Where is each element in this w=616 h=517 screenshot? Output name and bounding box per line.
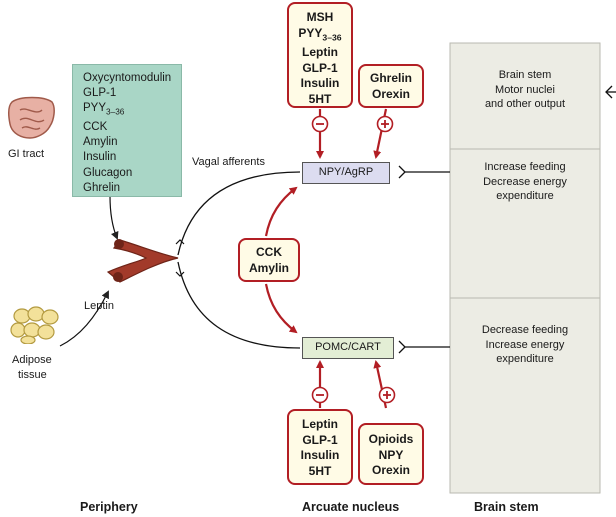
brain-stem-panel-top: Brain stem Motor nuclei and other output	[450, 68, 600, 112]
stimulator-item: Orexin	[371, 86, 410, 101]
stimulator-item: Ghrelin	[369, 71, 412, 85]
footer-arcuate-nucleus: Arcuate nucleus	[302, 500, 400, 514]
inhibitor-item: PYY3–36	[298, 25, 342, 42]
inhibitor-item: 5HT	[308, 91, 332, 106]
minus-sign-icon	[311, 386, 329, 404]
vagal-afferents-label: Vagal afferents	[192, 156, 265, 168]
panel-line: and other output	[484, 98, 566, 110]
gut-hormone-box: Oxycyntomodulin GLP-1 PYY3–36 CCK Amylin…	[72, 64, 182, 197]
plus-sign-icon	[378, 386, 396, 404]
adipose-icon	[10, 306, 59, 344]
panel-line: Increase energy	[485, 338, 565, 351]
stimulator-item: Orexin	[371, 463, 410, 477]
panel-line: expenditure	[496, 353, 554, 365]
adipose-label-2: tissue	[18, 369, 47, 381]
hormone-item: CCK	[83, 120, 108, 133]
stimulators-top-box: Ghrelin Orexin	[358, 64, 424, 108]
hormone-item: Oxycyntomodulin	[83, 72, 172, 84]
leptin-label: Leptin	[84, 300, 114, 312]
inhibitor-item: GLP-1	[302, 60, 338, 75]
stimulator-item: NPY	[378, 447, 404, 462]
gi-tract-icon	[7, 96, 55, 139]
cck-item: CCK	[256, 245, 282, 259]
adipose-label-1: Adipose	[12, 354, 52, 366]
minus-sign-icon	[311, 115, 329, 133]
inhibitor-item: 5HT	[308, 463, 332, 478]
hormone-item: PYY3–36	[83, 102, 125, 117]
panel-line: Motor nuclei	[495, 83, 555, 96]
footer-brain-stem: Brain stem	[474, 500, 539, 514]
stimulator-item: Opioids	[368, 432, 414, 446]
inhibitor-item: Insulin	[300, 76, 340, 91]
brain-stem-panel-bottom: Decrease feeding Increase energy expendi…	[450, 323, 600, 367]
panel-line: Increase feeding	[484, 161, 566, 173]
panel-line: expenditure	[496, 190, 554, 202]
footer-periphery: Periphery	[80, 500, 138, 514]
inhibitor-item: MSH	[306, 10, 334, 24]
inhibitors-bottom-box: Leptin GLP-1 Insulin 5HT	[287, 409, 353, 485]
amylin-item: Amylin	[248, 260, 289, 275]
panel-line: Brain stem	[498, 69, 552, 81]
inhibitors-top-box: MSH PYY3–36 Leptin GLP-1 Insulin 5HT	[287, 2, 353, 108]
brain-stem-panel-middle: Increase feeding Decrease energy expendi…	[450, 160, 600, 204]
plus-sign-icon	[376, 115, 394, 133]
inhibitor-item: Insulin	[300, 448, 340, 462]
hormone-item: GLP-1	[83, 87, 117, 100]
inhibitor-item: Leptin	[302, 417, 338, 431]
inhibitor-item: Leptin	[302, 45, 338, 60]
inhibitor-item: GLP-1	[302, 432, 338, 447]
hormone-item: Ghrelin	[83, 181, 121, 194]
npy-agrp-node: NPY/AgRP	[302, 162, 390, 184]
panel-line: Decrease feeding	[481, 324, 569, 336]
stimulators-bottom-box: Opioids NPY Orexin	[358, 423, 424, 485]
gi-tract-label: GI tract	[8, 148, 45, 160]
cck-amylin-box: CCK Amylin	[238, 238, 300, 282]
hormone-item: Insulin	[83, 151, 117, 164]
panel-line: Decrease energy	[483, 175, 567, 188]
pomc-cart-node: POMC/CART	[302, 337, 394, 359]
hormone-item: Amylin	[83, 136, 118, 149]
hormone-item: Glucagon	[83, 166, 133, 179]
